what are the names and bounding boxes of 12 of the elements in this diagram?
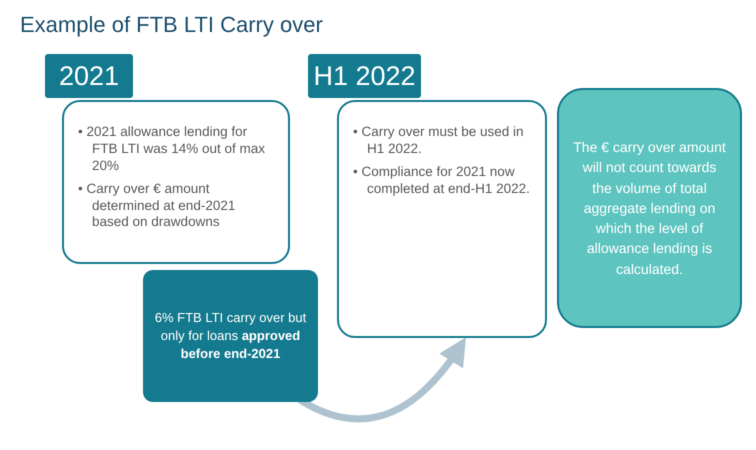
- bullet-point: • 2021 allowance lending for FTB LTI was 14% out of max 20%: [78, 124, 266, 175]
- content-box: [62, 100, 290, 264]
- highlight-box: 6% FTB LTI carry over but only for loans approved before end-2021: [143, 270, 318, 402]
- bullet-point: • Compliance for 2021 now completed at end-H1 2022.: [353, 164, 531, 198]
- heading-tab: H1 2022: [308, 54, 421, 98]
- diagram-title: Example of FTB LTI Carry over: [20, 12, 323, 38]
- bullet-point: • Carry over must be used in H1 2022.: [353, 124, 525, 158]
- curved-arrow: [298, 337, 466, 422]
- content-box: [337, 100, 547, 338]
- bullet-point: • Carry over € amount determined at end-2021 based on drawdowns: [78, 180, 236, 232]
- note-box: The € carry over amount will not count towards the volume of total aggregate lending on which the level of allowance lending is calculated.: [557, 88, 742, 328]
- heading-tab: 2021: [45, 54, 133, 98]
